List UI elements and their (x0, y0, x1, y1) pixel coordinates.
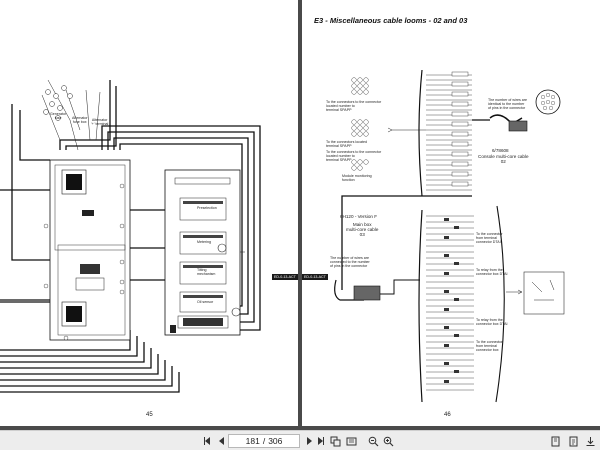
first-page-button[interactable] (200, 434, 214, 448)
left-label-preselection: Preselection (197, 206, 217, 210)
save-button[interactable] (566, 434, 580, 448)
copy-icon (330, 436, 340, 446)
previous-page-button[interactable] (214, 434, 228, 448)
total-pages: 306 (268, 436, 283, 446)
view-mode-button[interactable] (344, 434, 358, 448)
document-icon (569, 436, 577, 446)
zoom-out-icon (368, 436, 378, 446)
zoom-in-button[interactable] (381, 434, 395, 448)
right-label-ref-b: 6H120 - Version F (340, 214, 378, 219)
previous-page-icon (218, 437, 224, 445)
download-button[interactable] (583, 434, 597, 448)
right-page-title: E3 - Miscellaneous cable looms - 02 and … (314, 16, 468, 25)
left-connector-tag: ED-0-13-ACT (272, 274, 298, 280)
bottom-toolbar: 181 / 306 (0, 430, 600, 450)
next-page-icon (306, 437, 312, 445)
right-connector-tag: ED-0-13-ACT (302, 274, 328, 280)
print-button[interactable] (548, 434, 562, 448)
last-page-icon (317, 437, 323, 445)
book-icon (551, 436, 559, 446)
zoom-out-button[interactable] (366, 434, 380, 448)
left-label-oil-sensor: Oil sensor (197, 300, 214, 304)
left-page-number: 45 (146, 412, 153, 418)
page-number-input[interactable]: 181 / 306 (228, 434, 300, 448)
download-icon (586, 436, 594, 446)
right-wiring-diagram (334, 69, 565, 403)
copy-button[interactable] (328, 434, 342, 448)
pages-icon (346, 437, 356, 445)
next-page-button[interactable] (302, 434, 316, 448)
first-page-icon (203, 437, 206, 445)
left-wiring-diagram (0, 79, 261, 393)
right-label-ref-a: 6/78608 (492, 148, 509, 153)
last-page-button[interactable] (314, 434, 328, 448)
left-label-alternator-terminal: Alternator'+' terminal (91, 118, 109, 127)
page-separator: / (262, 436, 266, 446)
current-page: 181 (245, 436, 260, 446)
left-label-metering: Metering (197, 240, 211, 244)
right-page-number: 46 (444, 412, 451, 418)
zoom-in-icon (383, 436, 393, 446)
page-right: E3 - Miscellaneous cable looms - 02 and … (302, 0, 600, 426)
